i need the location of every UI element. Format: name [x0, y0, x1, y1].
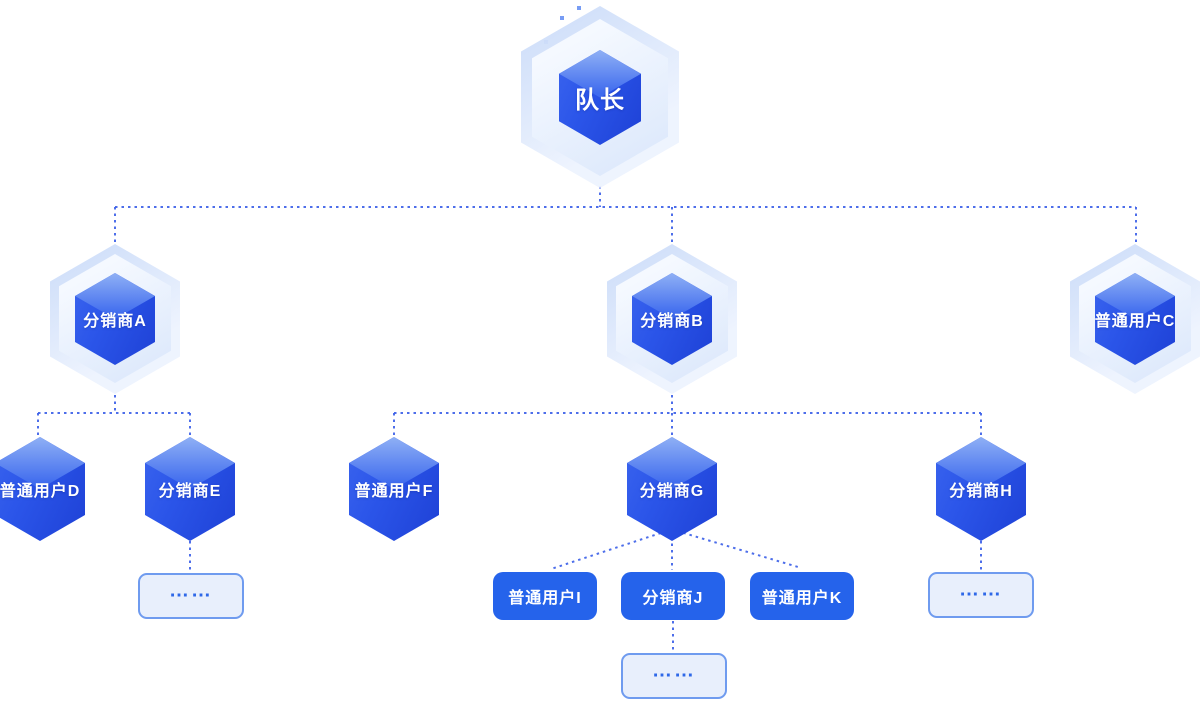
ellipsis-label: ……: [959, 577, 1003, 600]
connector-group: [37, 186, 1137, 651]
node-label: 分销商B: [640, 313, 704, 330]
ellipsis-label: ……: [169, 578, 213, 601]
node-distributor-b: 分销商B: [607, 244, 737, 394]
hexagon-cube: 分销商H: [936, 437, 1026, 541]
node-user-f: 普通用户F: [349, 437, 439, 541]
ellipsis-box-under-h: ……: [928, 572, 1034, 618]
hexagon-cube: 分销商A: [75, 273, 155, 365]
node-label: 分销商J: [642, 590, 704, 607]
ellipsis-box-under-e: ……: [138, 573, 244, 619]
hexagon-cube: 分销商G: [627, 437, 717, 541]
node-label: 普通用户D: [0, 483, 81, 500]
hexagon-cube: 队长: [559, 50, 641, 145]
node-label: 分销商H: [949, 483, 1013, 500]
node-label: 普通用户I: [508, 590, 582, 607]
node-label: 分销商G: [639, 483, 705, 500]
ellipsis-box-under-j: ……: [621, 653, 727, 699]
hexagon-cube: 普通用户C: [1095, 273, 1175, 365]
hexagon-cube: 分销商E: [145, 437, 235, 541]
hexagon-cube: 普通用户D: [0, 437, 85, 541]
ellipsis-label: ……: [652, 658, 696, 681]
node-label: 普通用户K: [761, 590, 843, 607]
node-user-d: 普通用户D: [0, 437, 85, 541]
node-distributor-a: 分销商A: [50, 244, 180, 394]
node-distributor-h: 分销商H: [936, 437, 1026, 541]
node-label: 队长: [575, 87, 625, 114]
node-distributor-e: 分销商E: [145, 437, 235, 541]
node-label: 分销商A: [83, 313, 147, 330]
node-label: 普通用户F: [354, 483, 434, 500]
node-distributor-g: 分销商G: [627, 437, 717, 541]
node-user-k: 普通用户K: [750, 572, 854, 620]
hexagon-cube: 普通用户F: [349, 437, 439, 541]
node-user-c: 普通用户C: [1070, 244, 1200, 394]
node-label: 分销商E: [158, 483, 222, 500]
node-user-i: 普通用户I: [493, 572, 597, 620]
sparkle-decoration: [577, 6, 581, 10]
sparkle-decoration: [560, 16, 564, 20]
node-captain: 队长: [521, 6, 679, 188]
node-label: 普通用户C: [1094, 313, 1176, 330]
node-distributor-j: 分销商J: [621, 572, 725, 620]
